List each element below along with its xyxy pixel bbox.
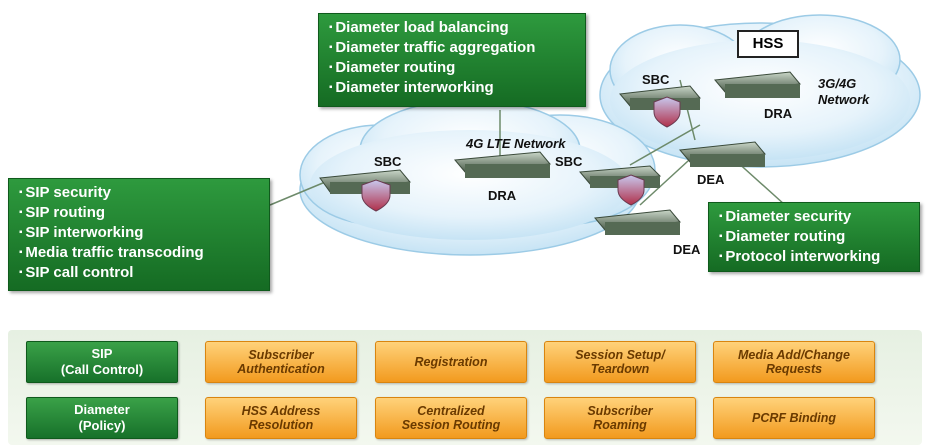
sbc-left-device xyxy=(319,169,411,212)
row-label-title: Diameter xyxy=(74,402,130,417)
row-label-subtitle: (Policy) xyxy=(78,418,126,433)
net3g-label-line1: 3G/4G xyxy=(818,76,856,91)
network-diagram: 4G LTE Network 3G/4G Network SBC DRA SBC… xyxy=(269,14,921,257)
dra-right-device xyxy=(714,71,801,98)
left-feature-item: SIP call control xyxy=(19,263,259,283)
top-feature-item: Diameter load balancing xyxy=(329,18,575,38)
row-label-subtitle: (Call Control) xyxy=(60,362,144,377)
left-feature-item: SIP routing xyxy=(19,203,259,223)
top-feature-item: Diameter traffic aggregation xyxy=(329,38,575,58)
dea-center-label: DEA xyxy=(697,172,725,187)
left-feature-item: SIP security xyxy=(19,183,259,203)
sbc-center-label: SBC xyxy=(555,154,583,169)
row-label-sip: SIP (Call Control) xyxy=(26,341,178,383)
right-feature-item: Protocol interworking xyxy=(719,247,909,267)
sbc-left-label: SBC xyxy=(374,154,402,169)
dra-center-label: DRA xyxy=(488,188,517,203)
row-label-diameter: Diameter (Policy) xyxy=(26,397,178,439)
right-feature-item: Diameter routing xyxy=(719,227,909,247)
dra-right-label: DRA xyxy=(764,106,793,121)
net3g-label-line2: Network xyxy=(818,92,870,107)
cell-hss-address-resolution: HSS Address Resolution xyxy=(205,397,357,439)
right-features-box: Diameter security Diameter routing Proto… xyxy=(708,202,920,272)
cell-registration: Registration xyxy=(375,341,527,383)
sbc-center-device xyxy=(579,165,662,206)
left-features-box: SIP security SIP routing SIP interworkin… xyxy=(8,178,270,291)
cell-centralized-session-routing: Centralized Session Routing xyxy=(375,397,527,439)
left-feature-item: Media traffic transcoding xyxy=(19,243,259,263)
right-feature-item: Diameter security xyxy=(719,207,909,227)
cell-session-setup-teardown: Session Setup/ Teardown xyxy=(544,341,696,383)
top-feature-item: Diameter interworking xyxy=(329,78,575,98)
cell-pcrf-binding: PCRF Binding xyxy=(713,397,875,439)
dea-right-device xyxy=(679,141,766,167)
left-feature-item: SIP interworking xyxy=(19,223,259,243)
lte-network-label: 4G LTE Network xyxy=(465,136,566,151)
top-feature-item: Diameter routing xyxy=(329,58,575,78)
sbc-right-label: SBC xyxy=(642,72,670,87)
cell-subscriber-roaming: Subscriber Roaming xyxy=(544,397,696,439)
cell-subscriber-authentication: Subscriber Authentication xyxy=(205,341,357,383)
top-features-box: Diameter load balancing Diameter traffic… xyxy=(318,13,586,107)
dra-center-device xyxy=(454,151,551,178)
sbc-right-device xyxy=(619,85,701,128)
hss-box: HSS xyxy=(737,30,799,58)
dea-bottom-label: DEA xyxy=(673,242,701,257)
cell-media-add-change: Media Add/Change Requests xyxy=(713,341,875,383)
row-label-title: SIP xyxy=(91,346,113,361)
dea-center-device xyxy=(594,209,681,235)
